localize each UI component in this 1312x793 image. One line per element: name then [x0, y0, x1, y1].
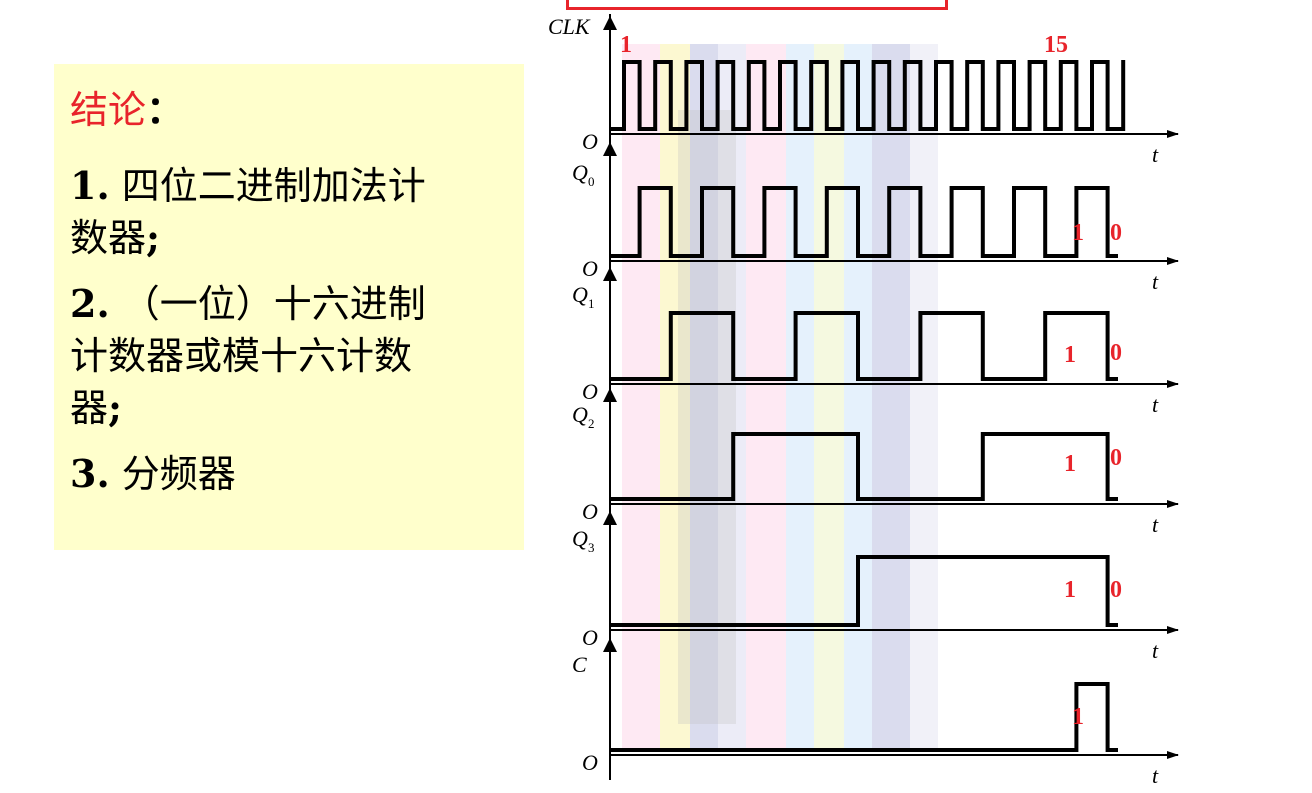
logic-level-label: 1	[1064, 577, 1076, 603]
signal-subscript: 3	[588, 540, 595, 555]
up-arrow-icon	[603, 142, 617, 156]
conclusion-title-text: 结论	[70, 88, 147, 132]
item-number: 2.	[70, 281, 110, 326]
axis-origin-label: O	[582, 750, 598, 775]
item-semicolon: ;	[108, 385, 123, 430]
highlight-band	[786, 44, 814, 750]
top-title-frame	[566, 0, 948, 10]
conclusion-colon: ：	[146, 87, 185, 132]
signal-subscript: 1	[588, 296, 595, 311]
signal-subscript: 0	[588, 174, 595, 189]
logic-level-label: 1	[1064, 451, 1076, 477]
item-semicolon: ;	[146, 215, 161, 260]
up-arrow-icon	[603, 511, 617, 525]
signal-waveform	[610, 555, 1118, 627]
highlight-band	[690, 44, 718, 750]
logic-level-label: 0	[1110, 577, 1122, 603]
up-arrow-icon	[603, 388, 617, 402]
conclusion-title: 结论：	[70, 74, 524, 146]
axis-origin-label: O	[582, 379, 598, 404]
clk-label: CLK	[548, 14, 591, 39]
axis-origin-label: O	[582, 499, 598, 524]
conclusion-item-2: 2. （一位）十六进制 计数器或模十六计数 器;	[70, 278, 524, 434]
item-text-line: 计数器或模十六计数	[70, 334, 413, 378]
logic-level-label: 1	[1072, 704, 1084, 730]
logic-level-label: 1	[1072, 220, 1084, 246]
conclusion-item-1: 1. 四位二进制加法计 数器;	[70, 160, 524, 264]
signal-label: Q	[572, 402, 588, 427]
signal-waveform	[610, 682, 1118, 752]
item-text-line: 四位二进制加法计	[109, 164, 426, 208]
axis-time-label: t	[1152, 392, 1159, 417]
signal-waveform	[610, 432, 1118, 501]
signal-label: Q	[572, 160, 588, 185]
highlight-band	[872, 44, 910, 750]
highlight-band	[746, 44, 786, 750]
highlight-band	[660, 44, 690, 750]
axis-time-label: t	[1152, 269, 1159, 294]
item-number: 3.	[70, 451, 110, 496]
logic-level-label: 0	[1110, 445, 1122, 471]
item-text-line: 数器	[70, 216, 147, 260]
item-number: 1.	[70, 163, 110, 208]
conclusion-item-3: 3. 分频器	[70, 448, 524, 500]
signal-waveform	[610, 186, 1118, 258]
up-arrow-icon	[603, 638, 617, 652]
signal-waveform	[610, 311, 1118, 381]
item-text-line: 分频器	[109, 452, 236, 496]
highlight-band	[814, 44, 844, 750]
clk-waveform	[610, 60, 1126, 131]
axis-time-label: t	[1152, 142, 1159, 167]
clk-first-pulse-label: 1	[620, 32, 632, 58]
axis-origin-label: O	[582, 129, 598, 154]
axis-origin-label: O	[582, 256, 598, 281]
logic-level-label: 0	[1110, 340, 1122, 366]
highlight-band	[910, 44, 938, 750]
highlight-band	[622, 44, 660, 750]
highlight-overlay	[678, 110, 736, 724]
timing-axes	[603, 14, 1179, 780]
up-arrow-icon	[603, 267, 617, 281]
waveforms	[610, 60, 1126, 752]
highlight-bands	[622, 44, 938, 750]
up-arrow-icon	[603, 16, 617, 30]
logic-level-label: 1	[1064, 342, 1076, 368]
axis-time-label: t	[1152, 763, 1159, 788]
logic-level-label: 0	[1110, 220, 1122, 246]
axis-time-label: t	[1152, 638, 1159, 663]
item-text-line: 器	[70, 386, 109, 430]
axis-origin-label: O	[582, 625, 598, 650]
signal-label: C	[572, 652, 587, 677]
item-text-line: （一位）十六进制	[109, 282, 426, 326]
conclusion-panel: 结论： 1. 四位二进制加法计 数器; 2. （一位）十六进制 计数器或模十六计…	[54, 64, 524, 550]
highlight-band	[718, 44, 746, 750]
signal-label: Q	[572, 526, 588, 551]
highlight-band	[844, 44, 872, 750]
signal-label: Q	[572, 282, 588, 307]
axis-time-label: t	[1152, 512, 1159, 537]
clk-last-pulse-label: 15	[1044, 32, 1068, 58]
signal-subscript: 2	[588, 416, 595, 431]
